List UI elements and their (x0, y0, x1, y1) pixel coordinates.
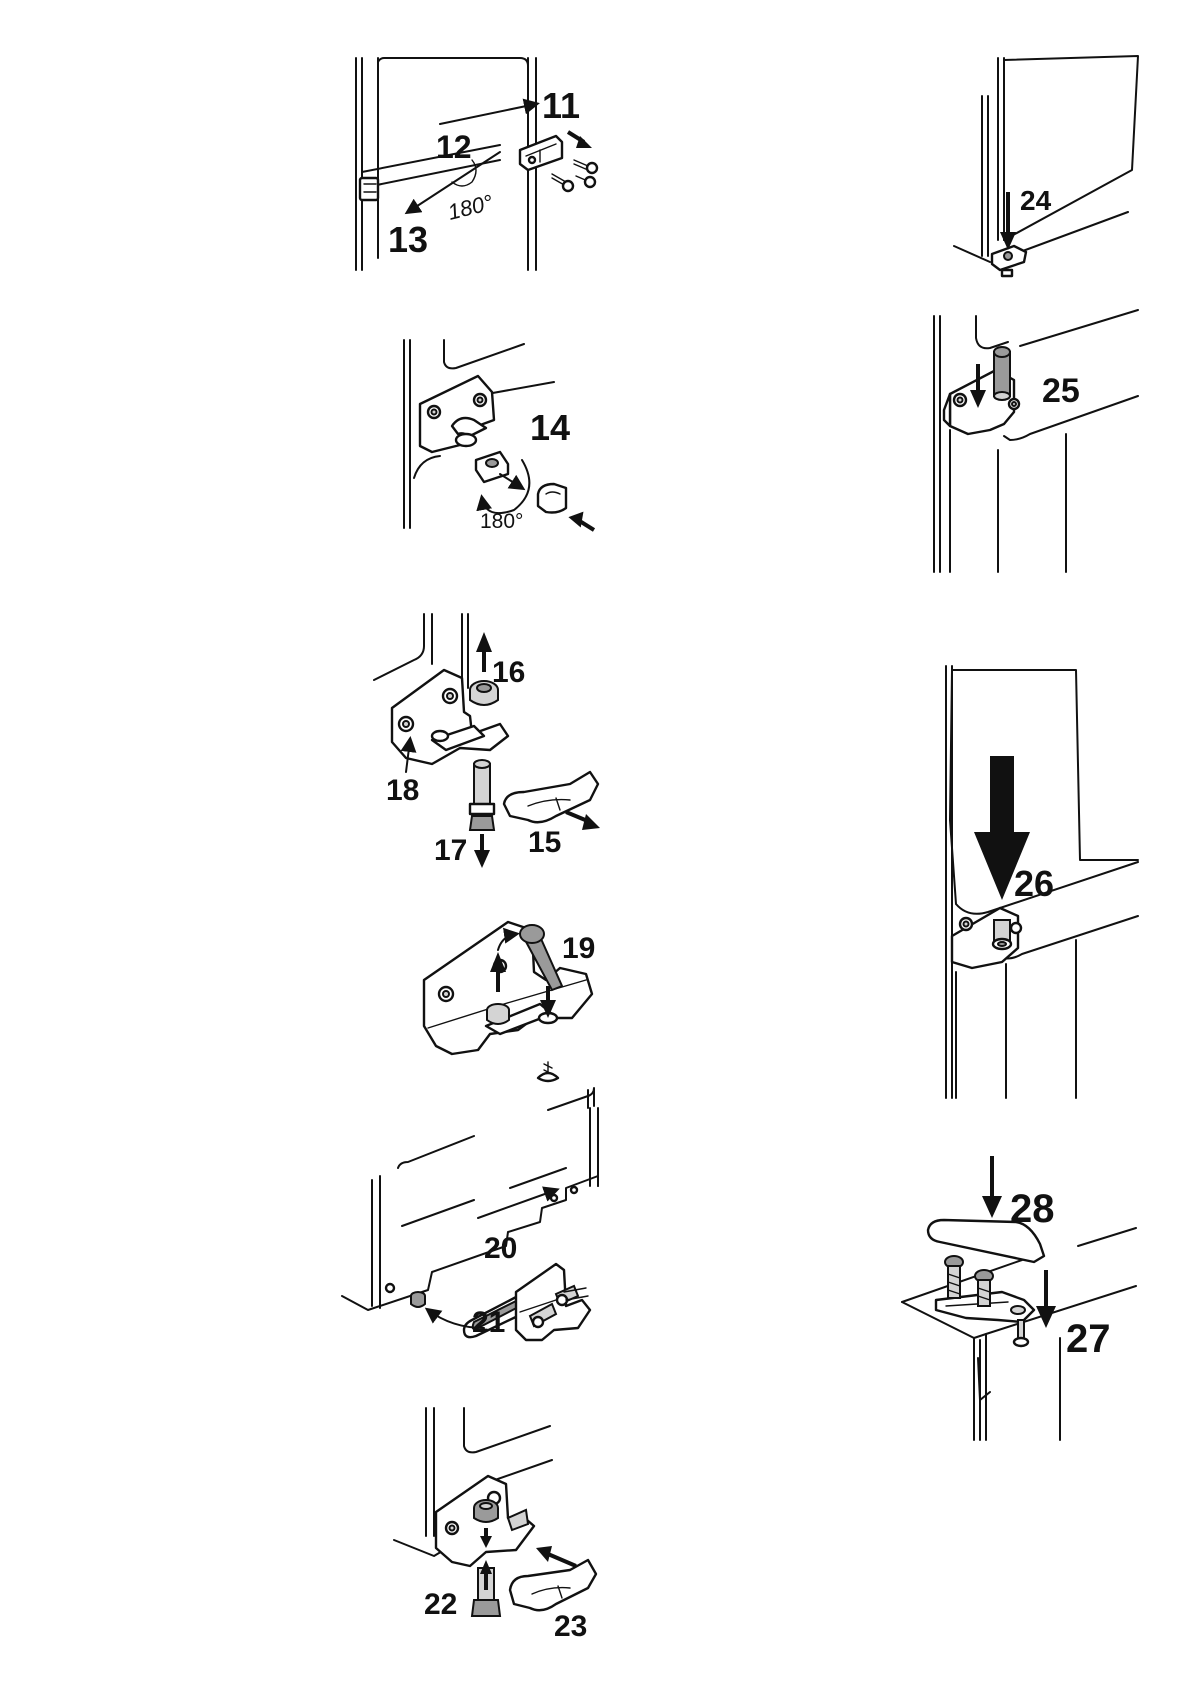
arrow-17 (474, 850, 490, 868)
bolt-icon-2 (974, 1269, 994, 1307)
step-15-label: 15 (528, 826, 561, 859)
cover-clip-icon-2 (508, 1558, 598, 1612)
step-18-label: 18 (386, 774, 419, 807)
arrow-down-19 (540, 1000, 556, 1018)
bushing-icon-2 (469, 680, 499, 706)
step-16-label: 16 (492, 656, 525, 689)
screw-icon-2 (536, 1061, 560, 1083)
step-27-label: 27 (1066, 1317, 1111, 1361)
rotate-arrow (476, 459, 531, 514)
panel-step-24: 24 (953, 55, 1139, 278)
pin-bushing-icon (486, 1003, 510, 1025)
cover-clip-icon (502, 770, 600, 824)
panel-step-14: 14 180° (403, 339, 596, 533)
arrow-21 (424, 1307, 485, 1329)
arrow-up-19 (490, 952, 506, 972)
step-28-label: 28 (1010, 1187, 1055, 1231)
lever-icon (519, 924, 564, 992)
arrow-22-up (480, 1560, 492, 1574)
panel-step-25: 25 (933, 309, 1139, 573)
panel-step-19: 19 (422, 920, 595, 1083)
door-slot-icon (358, 176, 380, 202)
hinge-foot-icon (990, 244, 1028, 278)
arrow-15 (582, 814, 600, 830)
arrow-27 (1036, 1306, 1056, 1328)
step-20-label: 20 (484, 1232, 517, 1265)
step-11-label: 11 (542, 85, 580, 126)
panel-steps-22-23: 22 23 (393, 1407, 598, 1643)
step-19-label: 19 (562, 932, 595, 965)
panel-steps-27-28: 28 27 (901, 1156, 1137, 1441)
step-25-label: 25 (1042, 372, 1080, 410)
panel-steps-20-21: 20 21 (341, 1087, 599, 1342)
step-17-label: 17 (434, 834, 467, 867)
step-21-label: 21 (472, 1306, 505, 1339)
step-23-label: 23 (554, 1610, 587, 1643)
arrow-25 (970, 390, 986, 408)
step-22-label: 22 (424, 1588, 457, 1621)
arrow-13 (404, 151, 501, 215)
hinge-bracket-icon-2 (514, 1262, 592, 1342)
arrow-16 (476, 632, 492, 652)
hinge-plate-icon-3 (422, 920, 594, 1056)
step-13-label: 13 (388, 219, 428, 260)
step-12-label: 12 (436, 129, 472, 165)
screw-icon (551, 159, 599, 193)
hinge-pin-icon (468, 759, 496, 831)
arrow-18 (400, 736, 417, 773)
cover-cap-icon (536, 482, 568, 514)
arrow-24 (1000, 232, 1016, 250)
hinge-pin-icon-4 (991, 919, 1013, 951)
rotate-arrow-19 (497, 927, 520, 951)
arrow-22-down (480, 1536, 492, 1548)
arrow-20 (477, 1186, 560, 1219)
arrow-12 (439, 98, 540, 125)
step-26-label: 26 (1014, 863, 1054, 904)
step-14-label: 14 (530, 407, 570, 448)
arrow-28 (982, 1196, 1002, 1218)
arrow-cover-in (568, 511, 584, 528)
bushing-icon-3 (473, 1499, 499, 1523)
panel-steps-11-13: 11 12 13 180° (355, 57, 599, 271)
hinge-pin-icon-3 (993, 346, 1011, 401)
arrow-26 (974, 756, 1030, 900)
cover-icon (926, 1218, 1046, 1264)
hinge-bracket-icon (518, 134, 564, 172)
foot-icon (410, 1291, 426, 1308)
arrow-23 (536, 1546, 552, 1562)
panel-steps-15-18: 16 18 17 15 (373, 613, 600, 868)
bolt-icon (944, 1255, 964, 1299)
panel-step-26: 26 (945, 665, 1139, 1099)
arrow-14 (499, 473, 526, 491)
rotation-180-label-2: 180° (480, 510, 523, 533)
pin-icon (1012, 1319, 1030, 1348)
rotation-180-label: 180° (445, 190, 495, 225)
bushing-icon (474, 450, 510, 484)
step-24-label: 24 (1020, 185, 1052, 216)
hinge-plate-icon-2 (390, 668, 510, 766)
